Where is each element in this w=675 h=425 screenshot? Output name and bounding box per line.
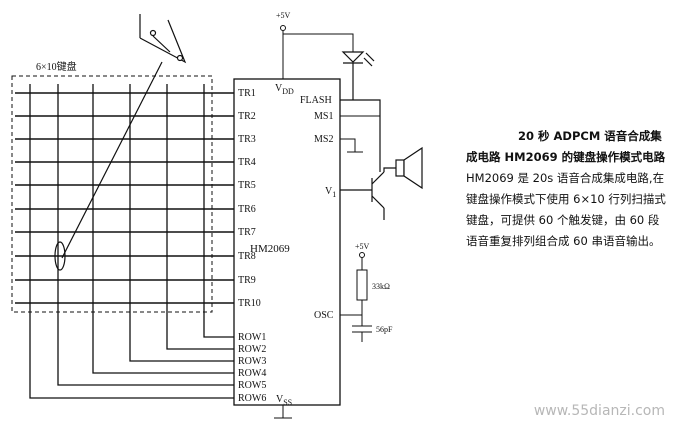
- ms-lines: [340, 115, 380, 153]
- vdd-supply: [280, 25, 354, 79]
- pin-ms1: MS1: [314, 111, 333, 122]
- keyboard-row-lines: [15, 92, 234, 304]
- resistor-label: 33kΩ: [372, 282, 390, 291]
- pin-row2: ROW2: [238, 344, 266, 355]
- hm2069-chip: [233, 78, 341, 406]
- vss-pin-label: VSS: [276, 394, 292, 407]
- capacitor-label: 56pF: [376, 325, 393, 334]
- description-heading: 20 秒 ADPCM 语音合成集成电路 HM2069 的键盘操作模式电路: [466, 129, 666, 164]
- osc-network: [340, 252, 372, 342]
- pin-ms2: MS2: [314, 134, 333, 145]
- speaker-transistor: [340, 140, 423, 220]
- right-pin-labels: FLASH MS1 MS2 OSC: [300, 95, 334, 321]
- key-switch: [54, 14, 187, 271]
- pin-tr8: TR8: [238, 251, 256, 262]
- pin-row6: ROW6: [238, 393, 266, 404]
- pin-row5: ROW5: [238, 380, 266, 391]
- pin-osc: OSC: [314, 310, 334, 321]
- left-pin-labels: TR1 TR2 TR3 TR4 TR5 TR6 TR7 TR8 TR9 TR10…: [238, 88, 266, 404]
- pin-row3: ROW3: [238, 356, 266, 367]
- pin-row4: ROW4: [238, 368, 266, 379]
- keyboard-column-lines: [29, 84, 234, 399]
- pin-tr2: TR2: [238, 111, 256, 122]
- pin-tr5: TR5: [238, 180, 256, 191]
- vss-ground: [274, 405, 292, 419]
- led-symbol: [340, 51, 381, 140]
- chip-name-label: HM2069: [250, 243, 290, 255]
- vdd-pin-label: VDD: [275, 83, 294, 96]
- pin-tr9: TR9: [238, 275, 256, 286]
- pin-row1: ROW1: [238, 332, 266, 343]
- pin-tr6: TR6: [238, 204, 256, 215]
- pin-flash: FLASH: [300, 95, 332, 106]
- pin-tr3: TR3: [238, 134, 256, 145]
- watermark: www.55dianzi.com: [533, 403, 665, 419]
- key-crosspoint-marker: [54, 241, 66, 271]
- speaker-icon: [395, 159, 405, 177]
- pin-tr7: TR7: [238, 227, 256, 238]
- top-supply-label: +5V: [276, 11, 291, 20]
- pin-tr4: TR4: [238, 157, 256, 168]
- circuit-description: 20 秒 ADPCM 语音合成集成电路 HM2069 的键盘操作模式电路 HM2…: [466, 126, 666, 252]
- pin-tr10: TR10: [238, 298, 261, 309]
- transistor-label: V1: [325, 186, 336, 199]
- description-body: HM2069 是 20s 语音合成集成电路,在键盘操作模式下使用 6×10 行列…: [466, 171, 666, 248]
- keyboard-label: 6×10键盘: [36, 60, 77, 73]
- pin-tr1: TR1: [238, 88, 256, 99]
- osc-supply-label: +5V: [355, 242, 370, 251]
- resistor-symbol: [356, 269, 368, 301]
- keyboard-outline: [11, 75, 213, 313]
